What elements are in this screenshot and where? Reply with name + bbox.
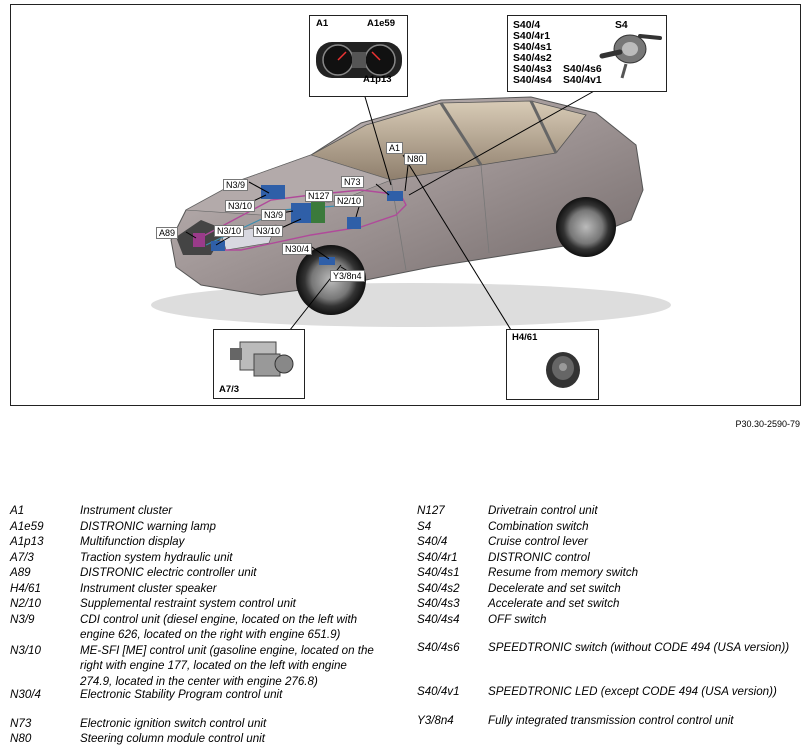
callout-s40-4s1: S40/4s1 [513, 42, 552, 53]
legend-description: DISTRONIC electric controller unit [80, 566, 257, 579]
legend-description: Supplemental restraint system control un… [80, 597, 296, 610]
legend-description: Multifunction display [80, 535, 185, 548]
legend-description: DISTRONIC warning lamp [80, 519, 216, 533]
figure-id: P30.30-2590-79 [735, 419, 800, 429]
legend-code: S40/4v1 [417, 684, 460, 698]
legend-code: S40/4s4 [417, 612, 460, 626]
callout-n3-10-top: N3/10 [225, 200, 256, 212]
combination-switch-image [599, 34, 662, 79]
legend-code: S4 [417, 519, 432, 533]
callout-n2-10: N2/10 [334, 195, 365, 207]
legend-description: SPEEDTRONIC LED (except CODE 494 (USA ve… [488, 684, 777, 698]
legend-description: Electronic Stability Program control uni… [80, 687, 283, 701]
legend-description: Electronic ignition switch control unit [80, 716, 267, 730]
legend-description: SPEEDTRONIC switch (without CODE 494 (US… [488, 640, 790, 654]
legend-description: Combination switch [488, 519, 589, 533]
hydraulic-unit-image [230, 341, 294, 377]
diagram-frame: A1 A1e59 A1p13 S40/4 S40/4r1 S40/4s1 S40… [10, 4, 801, 406]
legend-description: Decelerate and set switch [488, 581, 621, 595]
legend-description: Drivetrain control unit [488, 504, 598, 517]
legend-code: N3/9 [10, 612, 35, 626]
legend-code: N30/4 [10, 687, 41, 701]
legend-code: N80 [10, 732, 32, 745]
instrument-cluster-image [316, 42, 402, 78]
legend-description: Traction system hydraulic unit [80, 550, 233, 564]
callout-n3-9-mid: N3/9 [261, 209, 287, 221]
legend-code: N73 [10, 716, 32, 730]
legend-code: N2/10 [10, 597, 41, 610]
legend-code: A1p13 [10, 535, 44, 548]
legend-code: Y3/8n4 [417, 713, 454, 727]
legend-description: Cruise control lever [488, 535, 588, 548]
callout-a1: A1 [316, 18, 329, 29]
legend-description: ME-SFI [ME] control unit (gasoline engin… [80, 643, 374, 688]
legend-code: S40/4s3 [417, 597, 460, 610]
callout-a1-car: A1 [386, 142, 404, 154]
legend-description: DISTRONIC control [488, 550, 590, 564]
legend-description: Fully integrated transmission control co… [488, 713, 734, 727]
callout-h4-61: H4/61 [512, 332, 538, 343]
legend-code: S40/4 [417, 535, 448, 548]
legend-code: A7/3 [10, 550, 34, 564]
legend-code: S40/4r1 [417, 550, 458, 564]
legend-code: A1 [10, 504, 25, 517]
inset-hydraulic-unit [213, 329, 305, 399]
callout-s40-4s3: S40/4s3 [513, 64, 552, 75]
callout-s40-4s2: S40/4s2 [513, 53, 552, 64]
callout-n3-9-top: N3/9 [223, 179, 249, 191]
callout-s4: S4 [615, 20, 628, 31]
legend-description: Resume from memory switch [488, 566, 639, 579]
legend-code: S40/4s2 [417, 581, 460, 595]
legend-code: A1e59 [10, 519, 44, 533]
callout-s40-4s6: S40/4s6 [563, 64, 602, 75]
legend-code: A89 [10, 566, 31, 579]
inset-instrument-cluster [309, 15, 408, 97]
callout-s40-4r1: S40/4r1 [513, 31, 550, 42]
speaker-image [546, 352, 580, 388]
callout-a1e59: A1e59 [367, 18, 395, 29]
legend-code: S40/4s1 [417, 566, 460, 579]
legend-code: S40/4s6 [417, 640, 460, 654]
callout-a89: A89 [156, 227, 179, 239]
legend-description: OFF switch [488, 612, 547, 626]
callout-n30-4: N30/4 [282, 243, 313, 255]
callout-n3-10-a: N3/10 [214, 225, 245, 237]
callout-n3-10-b: N3/10 [253, 225, 284, 237]
callout-a1p13: A1p13 [363, 74, 392, 85]
inset-combination-switch [507, 15, 667, 92]
callout-y3-8n4: Y3/8n4 [330, 270, 365, 282]
callout-n127: N127 [305, 190, 333, 202]
legend-code: N127 [417, 504, 445, 517]
callout-n73: N73 [341, 176, 364, 188]
inset-speaker [506, 329, 599, 400]
legend-description: Instrument cluster speaker [80, 581, 217, 595]
legend-code: N3/10 [10, 643, 41, 657]
legend-description: CDI control unit (diesel engine, located… [80, 612, 358, 642]
legend-code: H4/61 [10, 581, 41, 595]
callout-n80: N80 [404, 153, 427, 165]
callout-s40-4s4: S40/4s4 [513, 75, 552, 86]
callout-a7-3: A7/3 [219, 384, 240, 395]
callout-s40-4: S40/4 [513, 20, 541, 31]
legend-description: Accelerate and set switch [488, 597, 620, 610]
legend-description: Instrument cluster [80, 504, 173, 517]
callout-s40-4v1: S40/4v1 [563, 75, 602, 86]
legend-description: Steering column module control unit [80, 732, 265, 745]
